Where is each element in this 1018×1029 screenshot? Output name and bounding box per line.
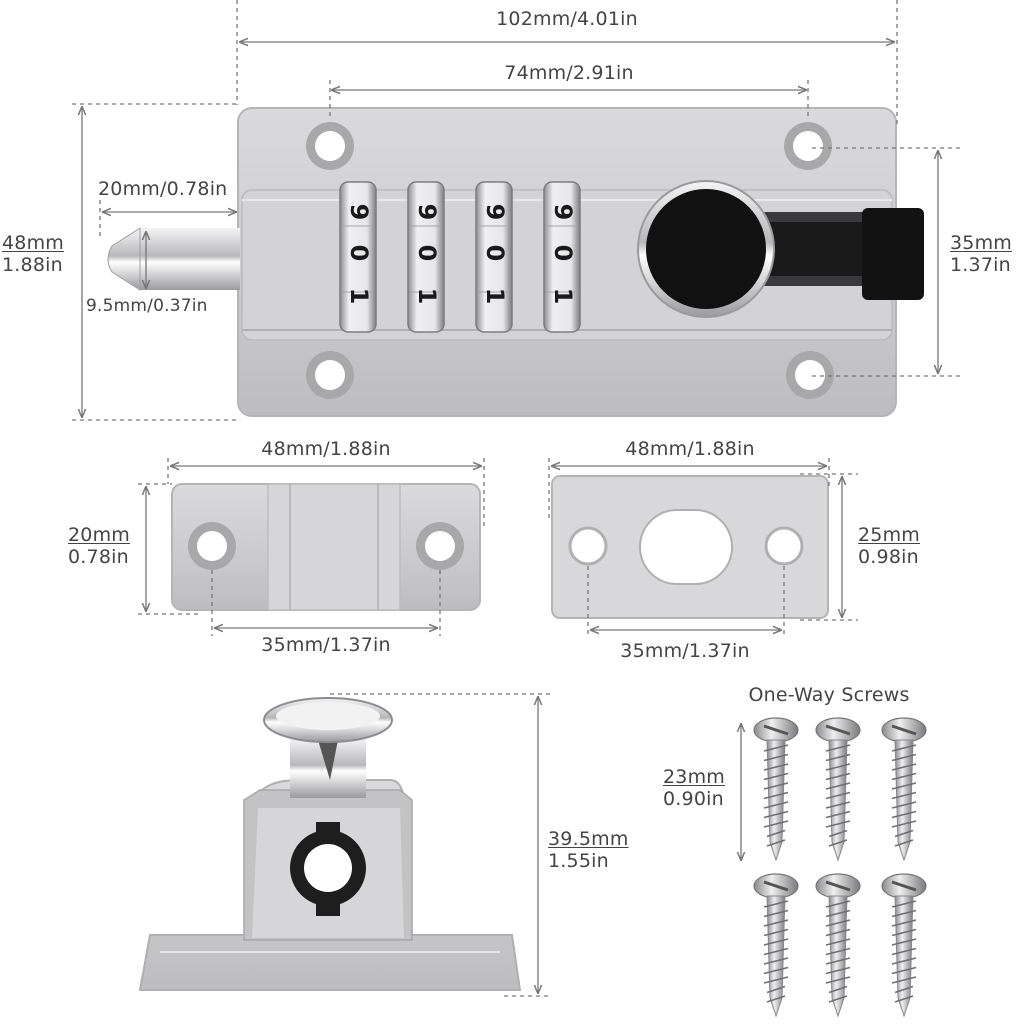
screw-length-mm-label: 23mm — [663, 766, 725, 788]
main-lock-dimensions — [72, 0, 960, 421]
screw-length-in-label: 0.90in — [663, 788, 724, 810]
slider-end-stop — [862, 208, 924, 300]
dial-digit: 9 — [481, 204, 509, 221]
combination-dial-1[interactable]: 9 0 1 — [339, 181, 377, 333]
keeper-block-height-in-label: 0.78in — [68, 546, 129, 568]
screws-title: One-Way Screws — [748, 684, 910, 706]
dial-digit: 1 — [413, 288, 441, 305]
dial-digit: 0 — [549, 245, 577, 262]
screw — [881, 873, 927, 1018]
side-height-in-label: 1.55in — [548, 850, 609, 872]
screw — [753, 873, 799, 1018]
combination-dial-2[interactable]: 9 0 1 — [407, 181, 445, 333]
bolt — [107, 227, 240, 291]
keeper-plate-width-label: 48mm/1.88in — [625, 438, 755, 460]
combination-dial-4[interactable]: 9 0 1 — [543, 181, 581, 333]
dial-digit: 1 — [345, 288, 373, 305]
mounting-hole-tr — [784, 122, 832, 170]
screw — [881, 717, 927, 862]
keeper-block-hole-spacing-label: 35mm/1.37in — [261, 634, 391, 656]
combination-dial-3[interactable]: 9 0 1 — [475, 181, 513, 333]
keeper-block-height-mm-label: 20mm — [68, 524, 130, 546]
side-height-mm-label: 39.5mm — [548, 828, 629, 850]
mounting-hole-br — [786, 351, 834, 399]
keeper-plate-height-mm-label: 25mm — [858, 524, 920, 546]
keeper-plate-height-in-label: 0.98in — [858, 546, 919, 568]
mounting-hole-bl — [306, 351, 354, 399]
main-lock: 9 0 1 9 0 1 9 0 1 9 0 1 — [107, 107, 924, 417]
one-way-screws — [753, 717, 927, 1018]
mounting-hole-tl — [306, 122, 354, 170]
height-mm-label: 48mm — [2, 232, 64, 254]
lock-side-view — [138, 697, 522, 991]
inner-height-mm-label: 35mm — [950, 232, 1012, 254]
screw — [753, 717, 799, 862]
dial-digit: 0 — [345, 245, 373, 262]
height-in-label: 1.88in — [2, 254, 63, 276]
keeper-block — [171, 483, 481, 611]
dial-digit: 1 — [549, 288, 577, 305]
hole-spacing-label: 74mm/2.91in — [504, 62, 634, 84]
screw — [815, 873, 861, 1018]
keeper-block-width-label: 48mm/1.88in — [261, 438, 391, 460]
dial-digit: 1 — [481, 288, 509, 305]
dial-digit: 9 — [345, 204, 373, 221]
side-view-dimensions — [330, 693, 552, 997]
keeper-plate-hole-spacing-label: 35mm/1.37in — [620, 640, 750, 662]
bolt-diameter-label: 9.5mm/0.37in — [86, 296, 208, 316]
dial-digit: 9 — [413, 204, 441, 221]
dial-digit: 0 — [413, 245, 441, 262]
keeper-block-dimensions — [138, 458, 485, 636]
overall-width-label: 102mm/4.01in — [496, 8, 638, 30]
keeper-plate-dimensions — [548, 458, 858, 636]
screw — [815, 717, 861, 862]
keeper-plate — [551, 475, 829, 619]
dial-digit: 0 — [481, 245, 509, 262]
inner-height-in-label: 1.37in — [950, 254, 1011, 276]
bolt-length-label: 20mm/0.78in — [98, 178, 228, 200]
dial-digit: 9 — [549, 204, 577, 221]
combination-dials: 9 0 1 9 0 1 9 0 1 9 0 1 — [339, 181, 581, 333]
